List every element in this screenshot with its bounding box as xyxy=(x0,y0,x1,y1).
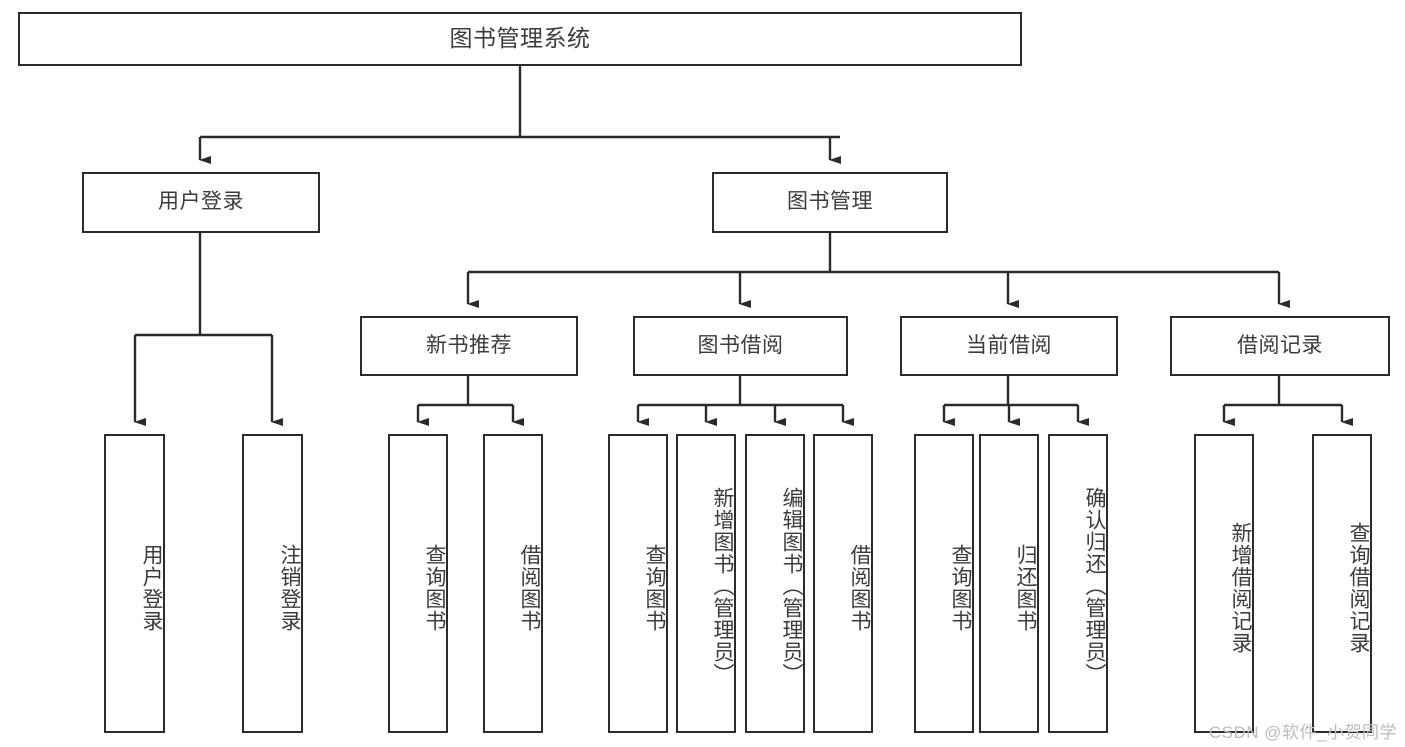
node-current-borrow[interactable]: 当前借阅 xyxy=(900,316,1118,376)
leaf-borrow-record-add[interactable]: 新增借阅记录 xyxy=(1194,434,1254,733)
leaf-new-book-query[interactable]: 查询图书 xyxy=(388,434,448,733)
node-book-borrow[interactable]: 图书借阅 xyxy=(633,316,848,376)
leaf-book-borrow-edit-admin[interactable]: 编辑图书（管理员） xyxy=(745,434,805,733)
leaf-borrow-record-query[interactable]: 查询借阅记录 xyxy=(1312,434,1372,733)
leaf-book-borrow-add-admin[interactable]: 新增图书（管理员） xyxy=(676,434,736,733)
leaf-user-login-signin[interactable]: 用户登录 xyxy=(104,434,165,733)
leaf-current-borrow-return[interactable]: 归还图书 xyxy=(979,434,1039,733)
node-new-book-recommend[interactable]: 新书推荐 xyxy=(360,316,578,376)
watermark-text: CSDN @软件_小贺同学 xyxy=(1208,723,1397,742)
node-book-management[interactable]: 图书管理 xyxy=(712,172,948,233)
node-root-system[interactable]: 图书管理系统 xyxy=(18,12,1022,66)
leaf-user-login-signout[interactable]: 注销登录 xyxy=(242,434,303,733)
leaf-new-book-borrow[interactable]: 借阅图书 xyxy=(483,434,543,733)
leaf-current-borrow-query[interactable]: 查询图书 xyxy=(914,434,974,733)
leaf-current-borrow-confirm-admin[interactable]: 确认归还（管理员） xyxy=(1048,434,1108,733)
node-borrow-record[interactable]: 借阅记录 xyxy=(1170,316,1390,376)
leaf-book-borrow-query[interactable]: 查询图书 xyxy=(608,434,668,733)
node-user-login[interactable]: 用户登录 xyxy=(82,172,320,233)
leaf-book-borrow-borrow[interactable]: 借阅图书 xyxy=(813,434,873,733)
